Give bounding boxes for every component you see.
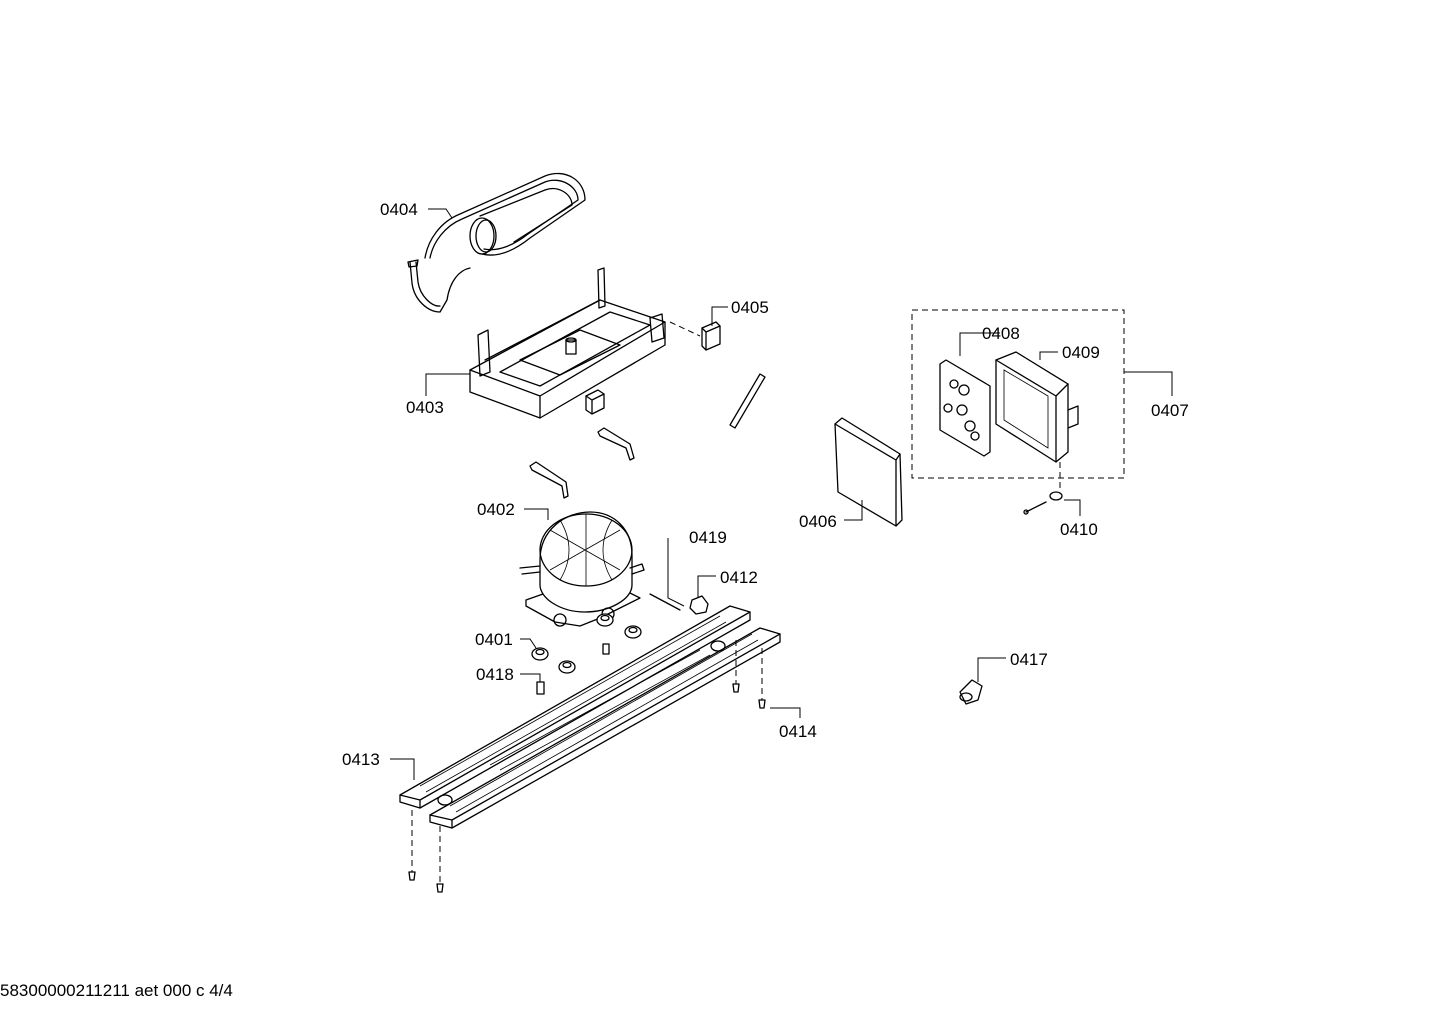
part-0407-electronics-group	[911, 309, 1125, 515]
part-0402-compressor	[519, 511, 685, 627]
part-0405-clip	[669, 321, 721, 351]
document-footer-id: 58300000211211 aet 000 c 4/4	[0, 981, 233, 1000]
part-0408-board	[939, 359, 991, 457]
label-0417: 0417	[1010, 650, 1048, 669]
part-bracket-b	[529, 461, 569, 499]
label-0406: 0406	[799, 512, 837, 531]
label-0407: 0407	[1151, 401, 1189, 420]
label-0419: 0419	[689, 528, 727, 547]
part-0401-grommets	[531, 613, 642, 674]
part-0419-wire	[649, 593, 681, 611]
label-0413: 0413	[342, 750, 380, 769]
label-0418: 0418	[476, 665, 514, 684]
label-0409: 0409	[1062, 343, 1100, 362]
part-0409-housing	[995, 351, 1079, 463]
label-0405: 0405	[731, 298, 769, 317]
label-0403: 0403	[406, 398, 444, 417]
part-rod	[729, 373, 766, 429]
label-0404: 0404	[380, 200, 418, 219]
part-0417-bulb	[959, 679, 983, 705]
label-0408: 0408	[982, 324, 1020, 343]
part-clip-lower	[585, 389, 605, 415]
part-0410-screw	[1023, 462, 1063, 515]
part-0413-rails	[399, 605, 781, 893]
part-0403-tray	[469, 267, 666, 419]
label-0412: 0412	[720, 568, 758, 587]
label-0410: 0410	[1060, 520, 1098, 539]
label-0402: 0402	[477, 500, 515, 519]
leader-lines	[390, 208, 1173, 780]
label-0401: 0401	[475, 630, 513, 649]
part-0406-cover	[834, 417, 903, 527]
label-0414: 0414	[779, 722, 817, 741]
part-labels: 0404 0405 0403 0402 0419 0412 0401 0418 …	[342, 200, 1189, 769]
part-bracket-a	[597, 427, 635, 461]
part-0404-coil	[407, 172, 586, 313]
part-0412-clip	[689, 595, 709, 615]
